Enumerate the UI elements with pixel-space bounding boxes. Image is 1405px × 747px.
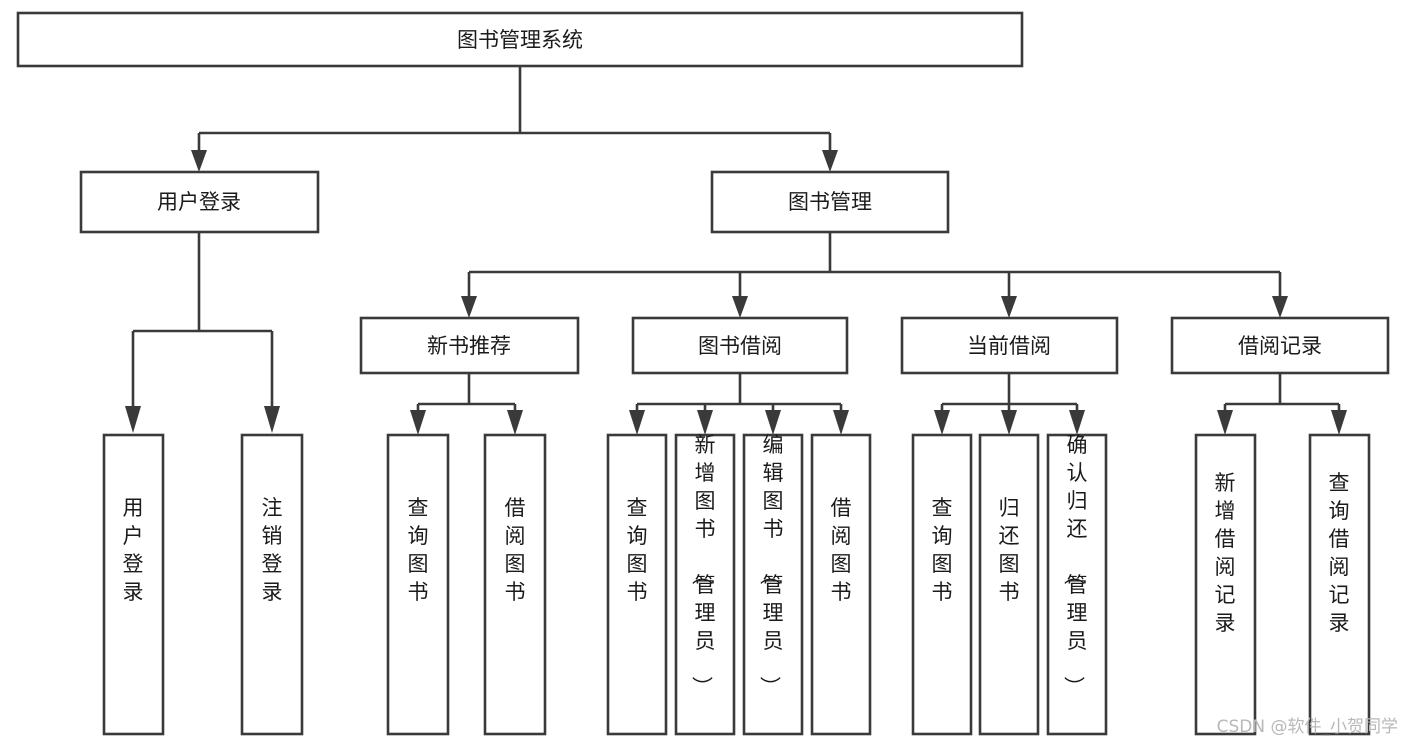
- node-new-book-recommend-box: [359, 316, 580, 375]
- arrowhead-to-current-borrow: [1001, 296, 1017, 318]
- leaf-current-return-label: 归还图书: [999, 496, 1020, 604]
- node-book-management[interactable]: 图书管理: [710, 170, 950, 234]
- arrowhead-borrow-leaf-2: [697, 410, 713, 435]
- arrowhead-to-borrow-record: [1272, 296, 1288, 318]
- arrowhead-borrow-leaf-1: [629, 410, 645, 435]
- leaf-record-query-box: [1308, 433, 1371, 736]
- node-current-borrow-box: [900, 316, 1119, 375]
- arrowhead-user-leaf-2: [264, 406, 280, 433]
- leaf-borrow-query-box: [606, 433, 668, 736]
- leaf-user-login-1-label: 用户登录: [123, 496, 144, 604]
- leaf-user-logout-label: 注销登录: [262, 496, 283, 604]
- node-current-borrow-label: 当前借阅: [967, 334, 1051, 358]
- leaf-record-add-label: 新增借阅记录: [1215, 471, 1236, 635]
- node-book-borrow[interactable]: 图书借阅: [631, 316, 849, 375]
- node-root-label: 图书管理系统: [457, 28, 583, 52]
- node-new-book-recommend[interactable]: 新书推荐: [359, 316, 580, 375]
- leaf-current-query-label: 查询图书: [932, 496, 953, 604]
- leaf-user-logout[interactable]: 注销登录: [240, 433, 304, 736]
- leaf-newbook-query-label: 查询图书: [408, 496, 429, 604]
- leaf-record-query[interactable]: 查询借阅记录: [1308, 433, 1371, 736]
- leaf-current-confirm-return-label: 确认归还（管理员）: [1062, 433, 1088, 697]
- node-new-book-recommend-label: 新书推荐: [427, 334, 511, 358]
- leaf-current-confirm-return[interactable]: 确认归还（管理员）: [1046, 433, 1108, 736]
- arrowhead-borrow-leaf-4: [833, 410, 849, 435]
- leaf-current-query-box: [911, 433, 973, 736]
- node-user-login-box: [79, 170, 320, 234]
- arrowhead-current-leaf-3: [1069, 410, 1085, 435]
- node-user-login[interactable]: 用户登录: [79, 170, 320, 234]
- leaf-record-query-label: 查询借阅记录: [1329, 471, 1350, 635]
- leaf-current-confirm-return-box: [1046, 433, 1108, 736]
- leaf-borrow-query-label: 查询图书: [627, 496, 648, 604]
- leaf-borrow-borrow-book-box: [810, 433, 872, 736]
- arrowhead-record-leaf-1: [1217, 410, 1233, 435]
- leaf-newbook-query[interactable]: 查询图书: [386, 433, 450, 736]
- leaf-current-return-box: [978, 433, 1040, 736]
- arrowhead-to-user-login: [191, 150, 207, 172]
- arrowhead-newbook-leaf-2: [507, 410, 523, 435]
- leaf-borrow-edit-book[interactable]: 编辑图书（管理员）: [742, 433, 804, 736]
- node-book-management-box: [710, 170, 950, 234]
- leaf-record-add-box: [1194, 433, 1257, 736]
- connectors-layer: [125, 66, 1347, 435]
- leaf-user-login-1-box: [102, 433, 165, 736]
- leaf-borrow-add-book-box: [674, 433, 736, 736]
- arrowhead-current-leaf-1: [934, 410, 950, 435]
- node-user-login-label: 用户登录: [157, 190, 241, 214]
- node-root-system[interactable]: 图书管理系统: [16, 11, 1024, 68]
- leaf-current-return[interactable]: 归还图书: [978, 433, 1040, 736]
- leaf-borrow-edit-book-box: [742, 433, 804, 736]
- arrowhead-to-book-mgmt: [822, 150, 838, 172]
- node-book-borrow-box: [631, 316, 849, 375]
- node-book-borrow-label: 图书借阅: [698, 334, 782, 358]
- arrowhead-newbook-leaf-1: [410, 410, 426, 435]
- node-current-borrow[interactable]: 当前借阅: [900, 316, 1119, 375]
- csdn-watermark: CSDN @软件_小贺同学: [1217, 717, 1398, 737]
- arrowhead-user-leaf-1: [125, 406, 141, 433]
- leaf-record-add[interactable]: 新增借阅记录: [1194, 433, 1257, 736]
- leaf-borrow-borrow-book-label: 借阅图书: [831, 496, 852, 604]
- arrowhead-to-new-book-rec: [461, 296, 477, 318]
- node-borrow-record-label: 借阅记录: [1238, 334, 1322, 358]
- arrowhead-to-book-borrow: [732, 296, 748, 318]
- leaf-current-query[interactable]: 查询图书: [911, 433, 973, 736]
- node-borrow-record-box: [1170, 316, 1390, 375]
- leaf-borrow-borrow-book[interactable]: 借阅图书: [810, 433, 872, 736]
- leaf-user-logout-box: [240, 433, 304, 736]
- leaf-newbook-borrow[interactable]: 借阅图书: [483, 433, 547, 736]
- leaf-newbook-query-box: [386, 433, 450, 736]
- leaf-newbook-borrow-label: 借阅图书: [505, 496, 526, 604]
- node-book-management-label: 图书管理: [788, 190, 872, 214]
- leaf-user-login-1[interactable]: 用户登录: [102, 433, 165, 736]
- arrowhead-borrow-leaf-3: [765, 410, 781, 435]
- leaf-borrow-query[interactable]: 查询图书: [606, 433, 668, 736]
- arrowhead-current-leaf-2: [1001, 410, 1017, 435]
- node-borrow-record[interactable]: 借阅记录: [1170, 316, 1390, 375]
- leaf-borrow-add-book[interactable]: 新增图书（管理员）: [674, 433, 736, 736]
- node-root-box: [16, 11, 1024, 68]
- leaf-borrow-edit-book-label: 编辑图书（管理员）: [758, 433, 784, 697]
- leaf-borrow-add-book-label: 新增图书（管理员）: [690, 433, 716, 697]
- arrowhead-record-leaf-2: [1331, 410, 1347, 435]
- leaf-newbook-borrow-box: [483, 433, 547, 736]
